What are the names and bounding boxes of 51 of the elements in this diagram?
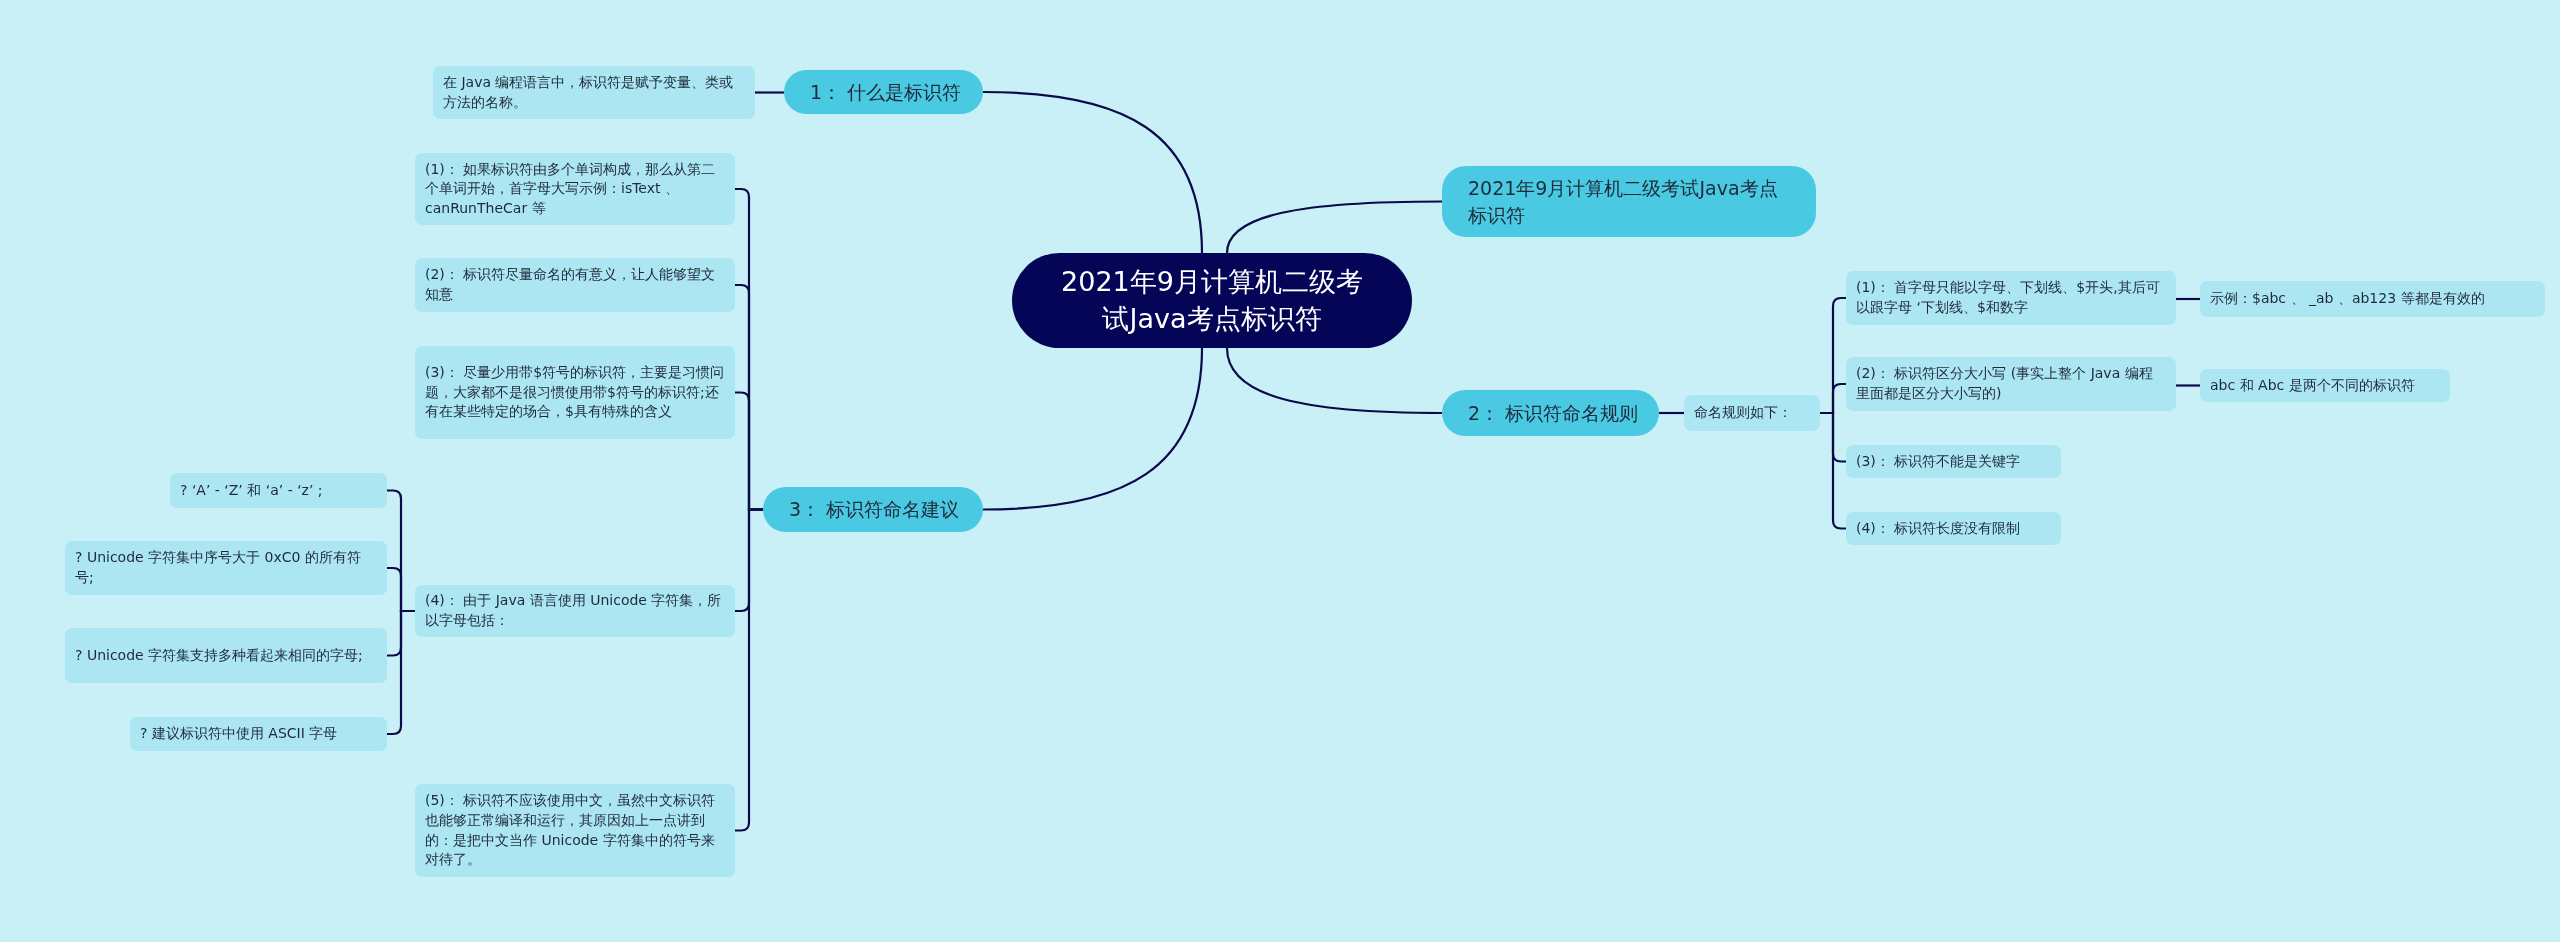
topic-text: 3： 标识符命名建议 <box>789 497 960 523</box>
topic-text: 2： 标识符命名规则 <box>1468 400 1639 426</box>
subtopic-box <box>415 153 735 225</box>
topic-text: ? Unicode 字符集支持多种看起来相同的字母; <box>75 645 363 665</box>
topic-text: (2)： 标识符尽量命名的有意义，让人能够望文知意 <box>425 265 717 304</box>
topic-text: (1)： 如果标识符由多个单词构成，那么从第二个单词开始，首字母大写示例：isText 、canRunTheCar 等 <box>425 159 717 218</box>
topic-text: (5)： 标识符不应该使用中文，虽然中文标识符也能够正常编译和运行，其原因如上一点讲到的：是把中文当作 Unicode 字符集中的符号来对待了。 <box>425 791 717 870</box>
connector-line <box>2176 384 2200 387</box>
connector-line <box>1659 411 1684 415</box>
topic-box <box>1442 166 1816 237</box>
subtopic-box <box>415 346 735 439</box>
subtopic-box <box>415 585 735 637</box>
topic-text: 1： 什么是标识符 <box>810 79 962 105</box>
topic-text: (1)： 首字母只能以字母、下划线、$开头,其后可以跟字母 ‘下划线、$和数字 <box>1856 278 2161 317</box>
topic-text: ? ‘A’ - ‘Z’ 和 ‘a’ - ‘z’ ; <box>180 480 323 500</box>
connector-line <box>2176 297 2200 301</box>
topic-text: abc 和 Abc 是两个不同的标识符 <box>2210 375 2415 395</box>
topic-text: (3)： 标识符不能是关键字 <box>1856 451 2021 471</box>
topic-text: (3)： 尽量少用带$符号的标识符，主要是习惯问题，大家都不是很习惯使用带$符号的标识符;还有在某些特定的场合，$具有特殊的含义 <box>425 363 725 422</box>
topic-text: (4)： 由于 Java 语言使用 Unicode 字符集，所以字母包括： <box>425 591 723 630</box>
subtopic-box <box>415 784 735 877</box>
subtopic-box <box>2200 369 2450 402</box>
subtopic-box <box>1846 512 2061 545</box>
connector-line <box>1225 347 1442 415</box>
topic-box <box>784 70 983 114</box>
topic-text: 2021年9月计算机二级考试Java考点标识符 <box>1060 265 1364 336</box>
connector-line <box>755 91 784 94</box>
subtopic-box <box>1684 395 1820 431</box>
subtopic-box <box>1846 271 2176 325</box>
subtopic-box <box>433 66 755 119</box>
subtopic-box <box>130 717 387 751</box>
topic-text: 示例：$abc 、 _ab 、ab123 等都是有效的 <box>2210 289 2485 309</box>
topic-text: (4)： 标识符长度没有限制 <box>1856 518 2021 538</box>
topic-text: ? Unicode 字符集中序号大于 0xC0 的所有符号; <box>75 548 362 587</box>
subtopic-box <box>1846 445 2061 478</box>
subtopic-box <box>1846 357 2176 411</box>
connector-line <box>982 347 1204 511</box>
topic-text: (2)： 标识符区分大小写 (事实上整个 Java 编程里面都是区分大小写的) <box>1856 364 2154 403</box>
topic-box <box>1442 390 1659 436</box>
connector-line <box>982 90 1204 254</box>
connector-line <box>1225 200 1442 254</box>
topic-text: 2021年9月计算机二级考试Java考点标识符 <box>1468 175 1779 228</box>
topic-text: 命名规则如下： <box>1694 403 1792 423</box>
subtopic-box <box>65 541 387 595</box>
subtopic-box <box>65 628 387 683</box>
topic-text: 在 Java 编程语言中，标识符是赋予变量、类或方法的名称。 <box>443 72 735 112</box>
topic-box <box>763 487 983 532</box>
subtopic-box <box>170 473 387 508</box>
subtopic-box <box>2200 281 2545 317</box>
subtopic-box <box>415 258 735 312</box>
topic-text: ? 建议标识符中使用 ASCII 字母 <box>140 724 338 744</box>
